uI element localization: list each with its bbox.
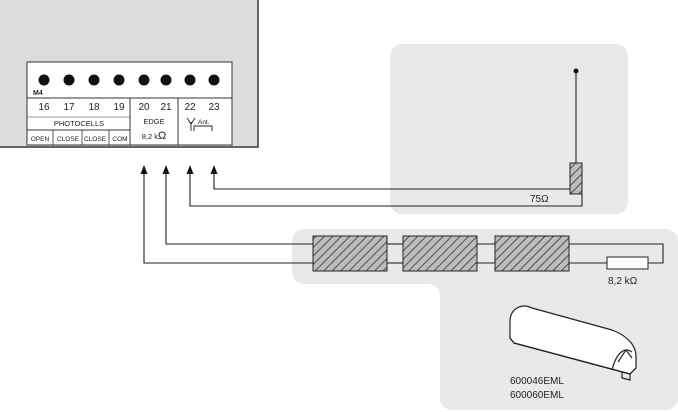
terminal-number: 20	[138, 102, 150, 113]
antenna-coil	[569, 162, 583, 195]
edge-resistor	[606, 256, 649, 270]
photocells-com-label: COM	[112, 136, 127, 143]
antenna-tip	[573, 68, 579, 74]
antenna-cable	[189, 174, 583, 207]
photocells-label: PHOTOCELLS	[54, 119, 104, 128]
edge-segment	[312, 235, 388, 272]
photocells-close-label: CLOSE	[84, 136, 107, 143]
terminal-arrows	[140, 165, 218, 174]
terminal-screw-23	[208, 74, 220, 86]
edge-panel	[292, 229, 678, 410]
terminal-screw-17	[63, 74, 75, 86]
safety-edge-illustration	[509, 305, 637, 381]
arrow-up-icon	[162, 165, 170, 174]
arrow-up-icon	[186, 165, 194, 174]
antenna-impedance-label: 75Ω	[530, 194, 549, 205]
antenna-terminal-label: Ant.	[198, 119, 210, 126]
terminal-screw-20	[138, 74, 150, 86]
antenna	[569, 68, 583, 195]
edge-resistor-label: 8,2 kΩ	[608, 276, 638, 287]
terminal-screw-22	[184, 74, 196, 86]
edge-segment	[494, 235, 570, 272]
edge-segment	[402, 235, 478, 272]
edge-model-1: 600046EML	[510, 376, 564, 387]
edge-label: EDGE	[143, 117, 164, 126]
terminal-block: M4 16 17 18 19 20 21 22 23 PHOTOCELLS OP…	[26, 61, 233, 146]
arrow-up-icon	[210, 165, 218, 174]
connector-label: M4	[33, 90, 43, 97]
terminal-number: 22	[184, 102, 196, 113]
antenna-panel	[390, 44, 628, 214]
edge-resistance-label: 8,2 kΩ	[142, 130, 167, 142]
terminal-number: 21	[160, 102, 172, 113]
arrow-up-icon	[140, 165, 148, 174]
terminal-screw-21	[160, 74, 172, 86]
edge-cable	[143, 174, 664, 264]
terminal-screw-16	[38, 74, 50, 86]
terminal-screw-18	[88, 74, 100, 86]
terminal-screw-19	[113, 74, 125, 86]
terminal-number: 16	[38, 102, 50, 113]
terminal-number: 19	[113, 102, 125, 113]
terminal-number: 17	[63, 102, 75, 113]
photocells-open-label: OPEN	[31, 136, 50, 143]
terminal-number: 18	[88, 102, 100, 113]
edge-model-2: 600060EML	[510, 390, 564, 401]
antenna-symbol-icon	[186, 117, 213, 131]
terminal-number: 23	[208, 102, 220, 113]
photocells-close-label: CLOSE	[57, 136, 80, 143]
